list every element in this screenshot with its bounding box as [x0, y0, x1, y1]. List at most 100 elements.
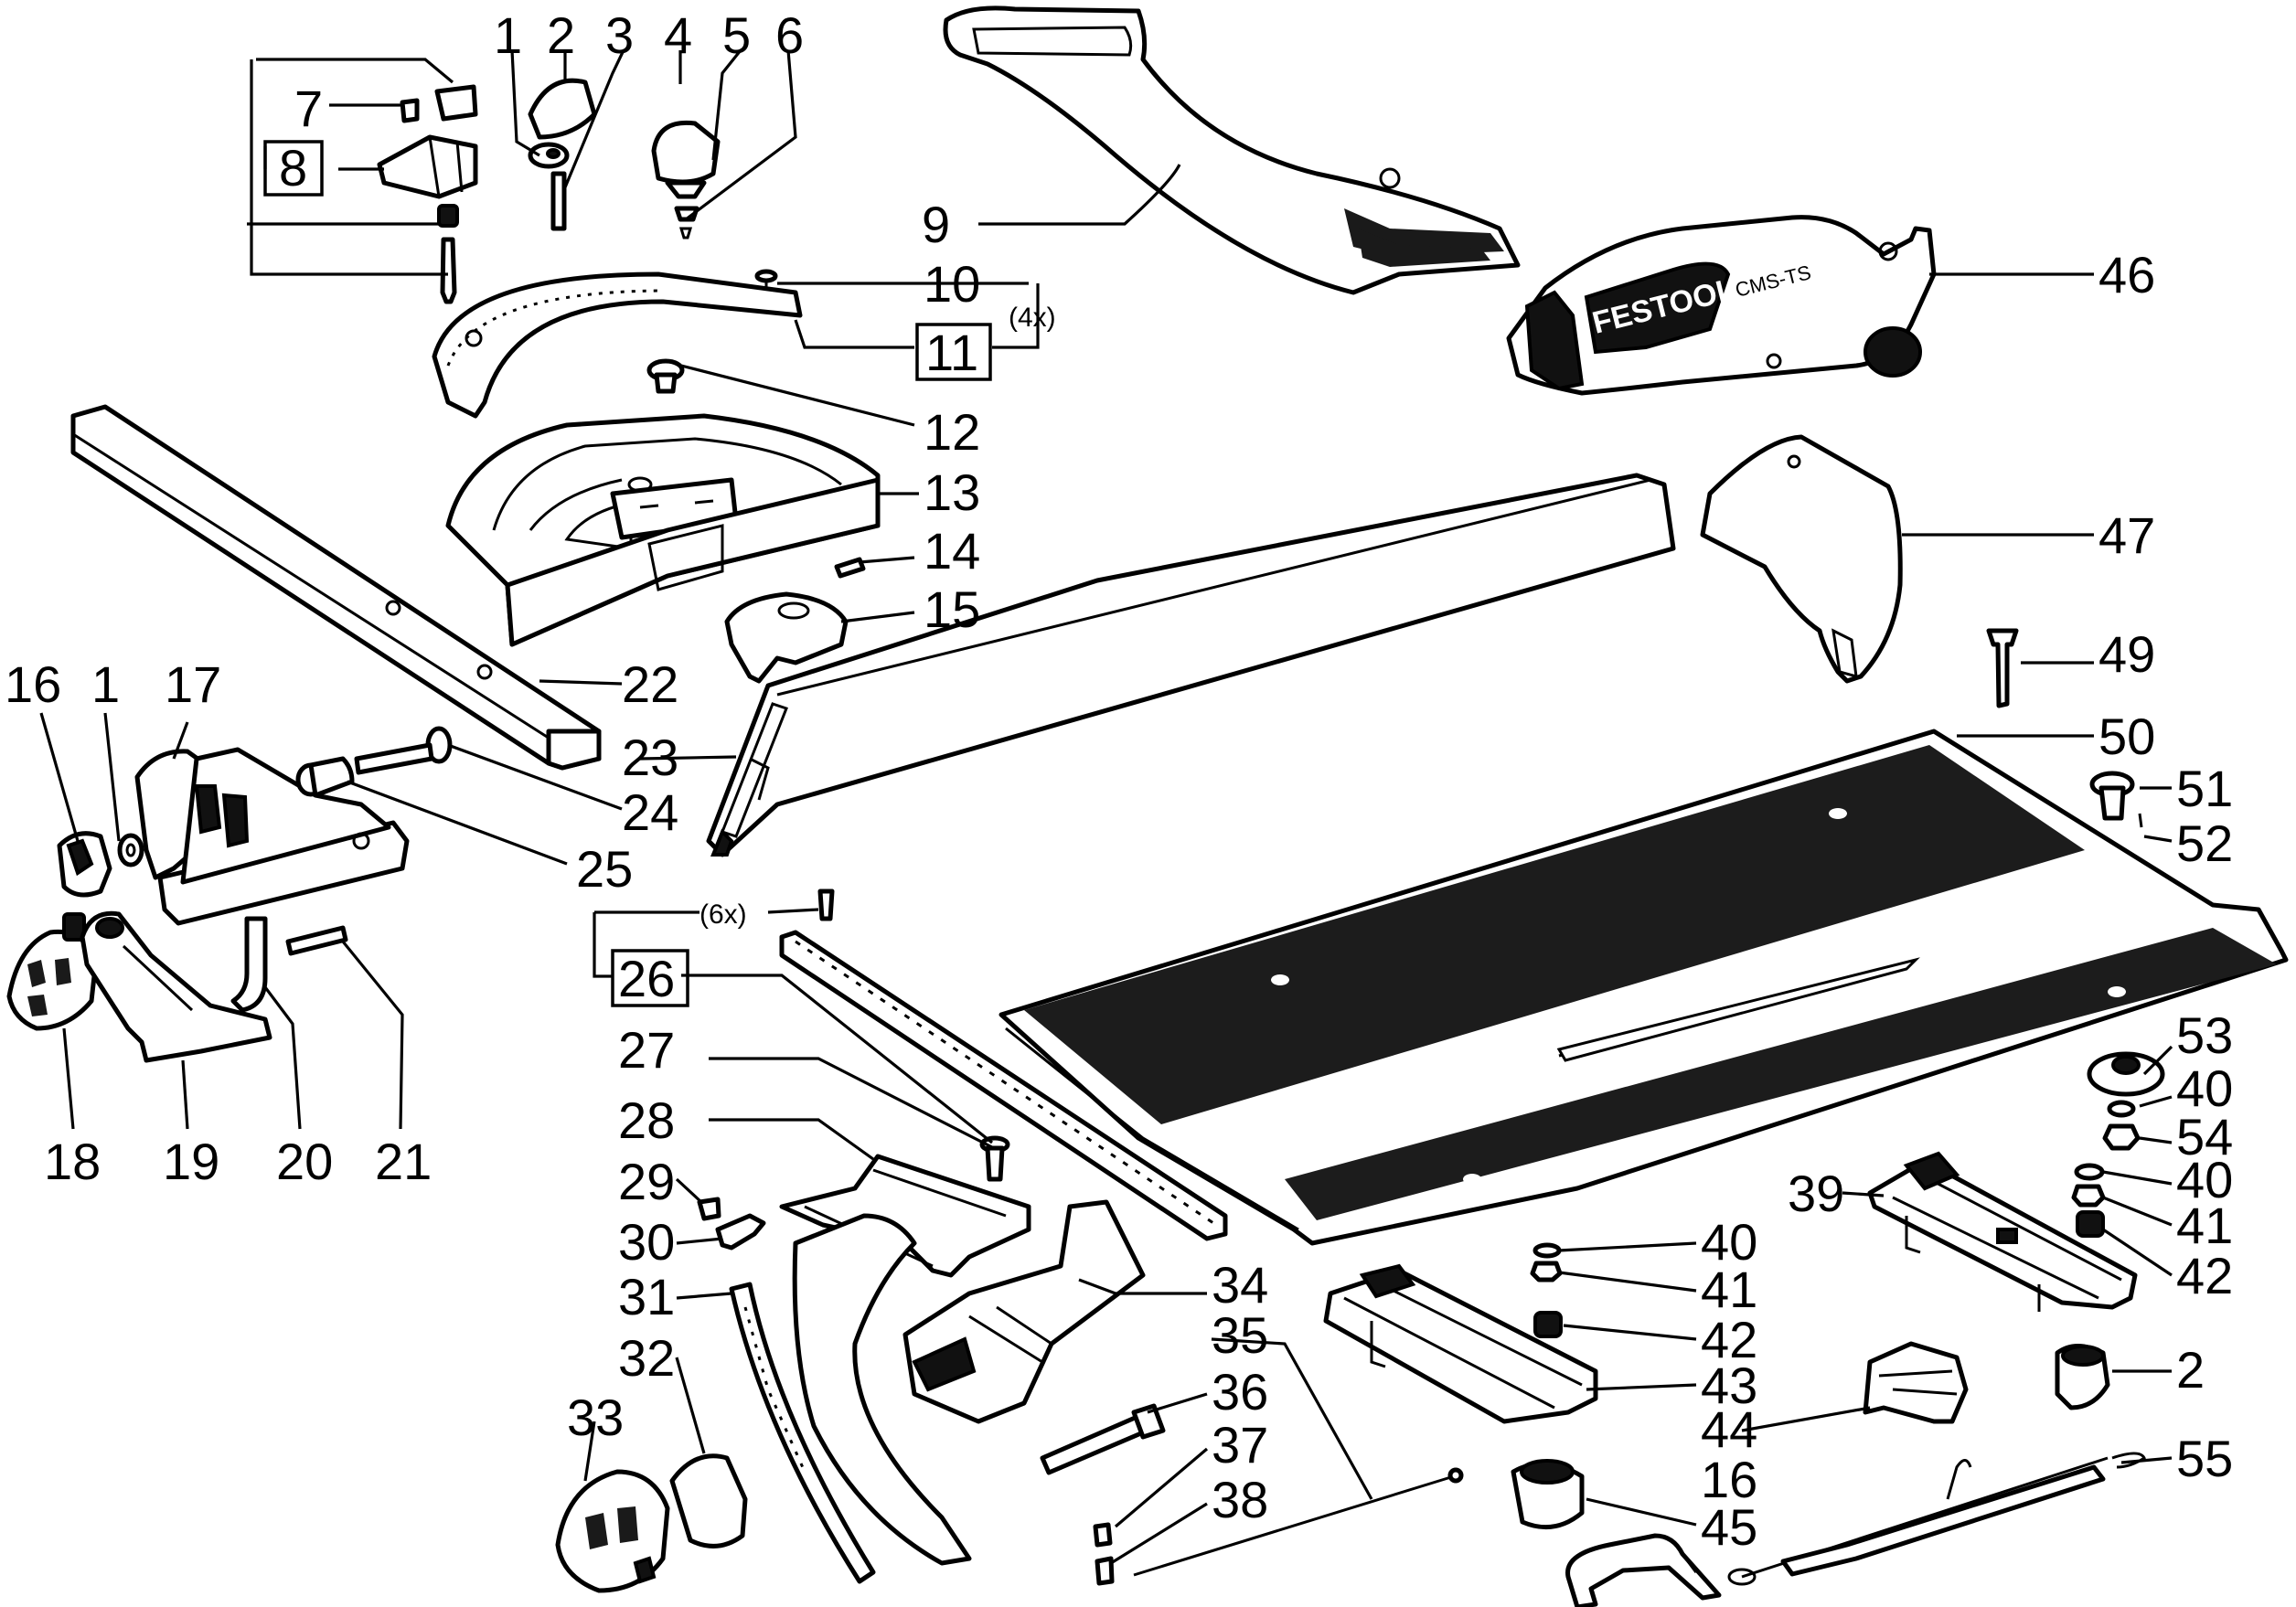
screw-37	[1093, 1522, 1113, 1548]
pin-14	[834, 557, 866, 579]
guide-rail-22	[70, 404, 602, 771]
label-part-43: 43	[1701, 1357, 1757, 1414]
label-part-54: 54	[2176, 1108, 2233, 1165]
knob-16-left	[57, 831, 112, 898]
screw-49	[1986, 628, 2019, 708]
label-part-36: 36	[1212, 1363, 1268, 1421]
screw-29	[697, 1197, 721, 1221]
label-part-52: 52	[2176, 814, 2233, 872]
riving-knife	[1700, 434, 1903, 684]
label-part-26: 26	[618, 950, 675, 1007]
label-part-2: 2	[547, 6, 575, 64]
washer-nut-spring-left	[1530, 1242, 1563, 1338]
washer-nut-spring-right	[2071, 1163, 2106, 1238]
label-part-46: 46	[2098, 246, 2155, 303]
label-part-37: 37	[1212, 1416, 1268, 1474]
label-part-30: 30	[618, 1213, 675, 1271]
label-part-55: 55	[2176, 1430, 2233, 1487]
knob-2-right	[2055, 1344, 2110, 1410]
label-part-33: 33	[567, 1389, 624, 1446]
label-part-40-right-b: 40	[2176, 1151, 2233, 1208]
screw-10	[754, 269, 778, 291]
label-part-41-right: 41	[2176, 1197, 2233, 1254]
label-part-34: 34	[1212, 1256, 1268, 1314]
screw-12	[646, 358, 685, 394]
rod-35	[1133, 1467, 1464, 1577]
lower-guard-34	[792, 1199, 1146, 1566]
label-part-27: 27	[618, 1021, 675, 1079]
sleeve-25	[295, 756, 355, 798]
bracket-44	[1863, 1341, 1969, 1424]
label-part-35: 35	[1212, 1306, 1268, 1364]
blade-guard-hood: FESTOOL CMS-TS	[1506, 215, 1937, 396]
clamp-15	[724, 591, 849, 684]
bolt-24	[354, 726, 453, 775]
clip-45	[1565, 1533, 1722, 1607]
label-part-16-left: 16	[5, 655, 61, 713]
label-part-40-right-a: 40	[2176, 1059, 2233, 1117]
label-part-42-right: 42	[2176, 1247, 2233, 1304]
label-part-21: 21	[375, 1133, 432, 1190]
label-part-29: 29	[618, 1153, 675, 1210]
label-part-20: 20	[276, 1133, 333, 1190]
clamping-knob-51	[2089, 771, 2143, 828]
nut-38	[1095, 1556, 1115, 1586]
fence-profile-23	[706, 473, 1676, 857]
part-labels: 1 2 3 4 5 6 7 8 9 10 11 12 13 14 15 16 1…	[5, 6, 2233, 1556]
label-part-1-left: 1	[91, 655, 120, 713]
strap-55	[1727, 1452, 2146, 1586]
label-part-8: 8	[279, 139, 307, 197]
protractor-scale	[432, 271, 803, 419]
label-part-4: 4	[664, 6, 692, 64]
label-part-1: 1	[494, 6, 522, 64]
label-part-38: 38	[1212, 1471, 1268, 1528]
label-part-9: 9	[922, 196, 950, 253]
label-part-51: 51	[2176, 760, 2233, 817]
label-part-14: 14	[924, 522, 980, 580]
bent-pin-20	[230, 916, 268, 1013]
washer-1-left	[117, 833, 144, 867]
pin-21	[285, 925, 348, 956]
label-part-32: 32	[618, 1329, 675, 1387]
label-part-12: 12	[924, 403, 980, 461]
ruler-26	[779, 889, 1228, 1241]
box-part-8	[263, 140, 324, 197]
clip-30	[715, 1213, 766, 1250]
label-part-5: 5	[722, 6, 751, 64]
label-part-49: 49	[2098, 625, 2155, 683]
fence-carrier-17	[134, 747, 410, 926]
label-part-28: 28	[618, 1091, 675, 1149]
label-part-40-mid: 40	[1701, 1213, 1757, 1271]
label-part-10: 10	[924, 255, 980, 313]
mitre-gauge-base	[445, 413, 881, 647]
bolt-36	[1040, 1403, 1166, 1475]
label-part-42-mid: 42	[1701, 1311, 1757, 1368]
blade-guard-arm	[943, 5, 1521, 295]
label-part-11: 11	[925, 324, 978, 381]
label-part-17: 17	[165, 655, 221, 713]
label-part-3: 3	[605, 6, 634, 64]
knob-16-lower	[1511, 1459, 1585, 1530]
star-knob-18	[6, 912, 99, 1031]
lever-32	[669, 1453, 748, 1548]
label-part-18: 18	[44, 1133, 101, 1190]
label-part-41-mid: 41	[1701, 1261, 1757, 1318]
label-part-7: 7	[294, 80, 323, 137]
label-part-39: 39	[1788, 1165, 1844, 1222]
label-part-22: 22	[622, 655, 678, 713]
label-part-13: 13	[924, 463, 980, 521]
quantity-note-4x: (4x)	[1009, 303, 1056, 333]
bracket-39	[1867, 1151, 2138, 1312]
screw-27	[979, 1135, 1010, 1182]
label-part-45: 45	[1701, 1498, 1757, 1556]
scale-31	[729, 1282, 876, 1584]
leader-lines	[39, 49, 2173, 1573]
label-part-47: 47	[2098, 506, 2155, 564]
clamping-lever-19	[80, 910, 272, 1063]
eccentric-disc-53	[2087, 1051, 2165, 1151]
label-part-16-lower: 16	[1701, 1451, 1757, 1508]
label-part-25: 25	[576, 840, 633, 898]
box-part-26	[611, 949, 689, 1007]
label-part-53: 53	[2176, 1006, 2233, 1064]
